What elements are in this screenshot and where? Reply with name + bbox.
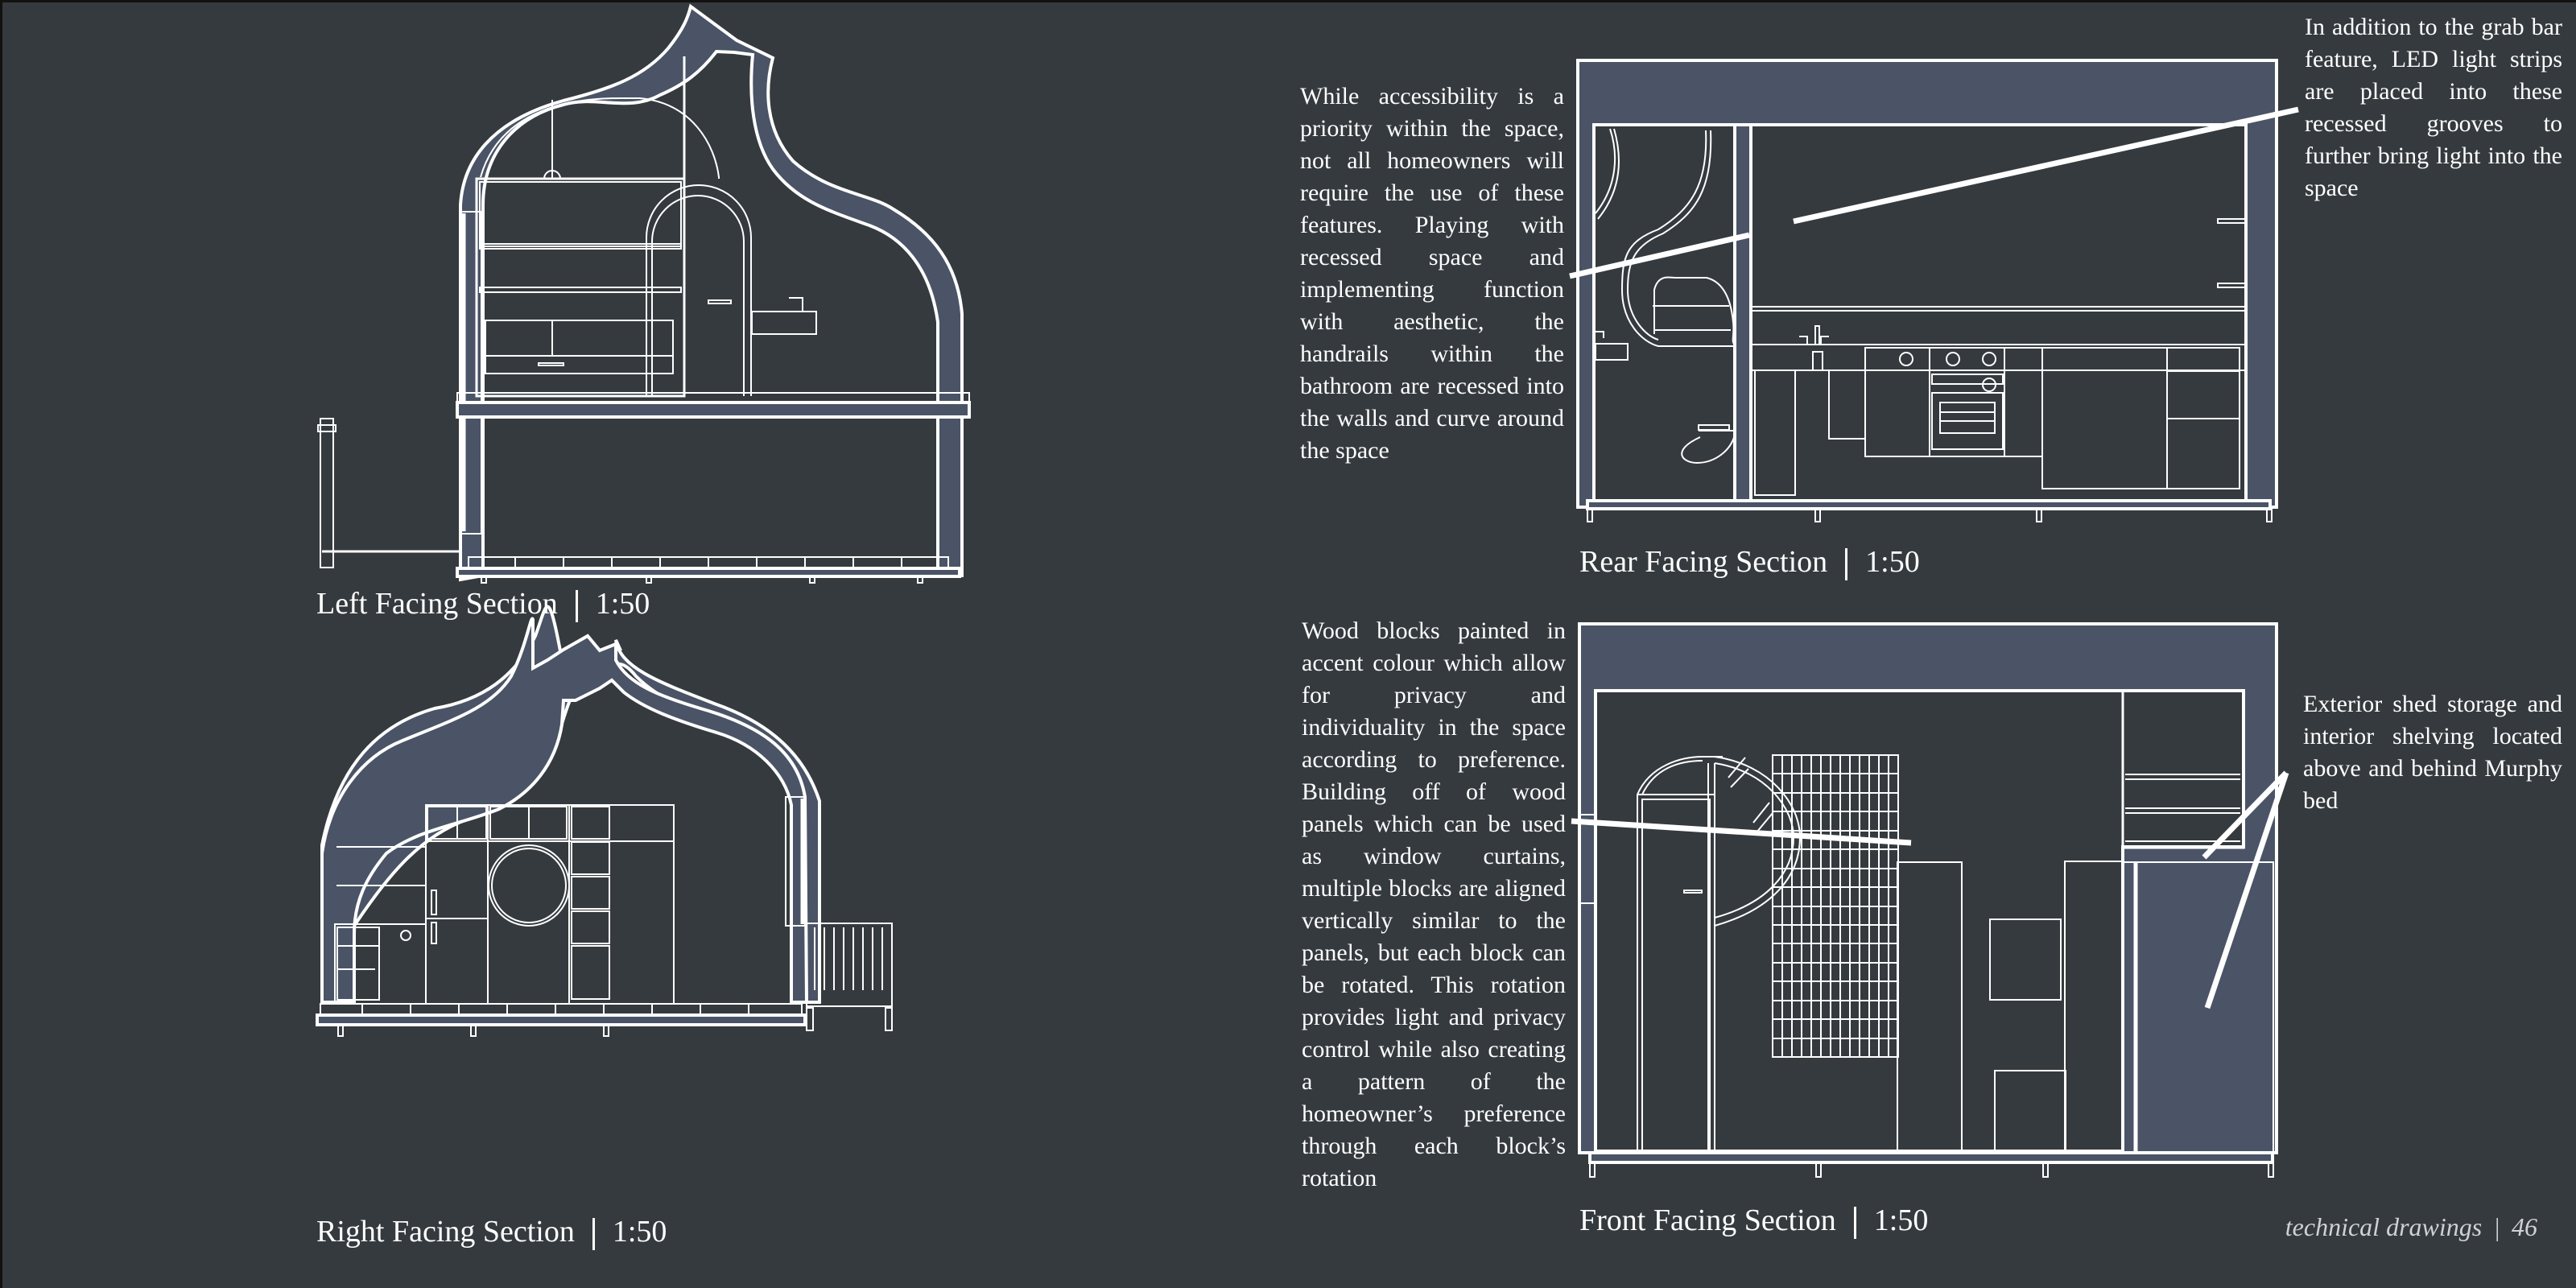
- caption-divider: [592, 1218, 595, 1251]
- wood-blocks-annotation: Wood blocks painted in accent colour whi…: [1302, 617, 1566, 1191]
- footer-separator: |: [2493, 1212, 2500, 1241]
- left-section-scale: 1:50: [595, 587, 650, 621]
- front-section-title: Front Facing Section: [1579, 1203, 1836, 1237]
- rear-section-title: Rear Facing Section: [1579, 545, 1828, 579]
- led-strips-annotation: In addition to the grab bar feature, LED…: [2305, 14, 2562, 201]
- left-section-caption: Left Facing Section 1:50: [316, 586, 650, 623]
- caption-divider: [1853, 1207, 1856, 1240]
- tile-grid: [1772, 754, 1899, 1058]
- left-facing-section-drawing: [317, 3, 971, 584]
- right-section-title: Right Facing Section: [316, 1215, 575, 1249]
- caption-divider: [1845, 548, 1848, 581]
- page-footer: technical drawings | 46: [2285, 1212, 2537, 1242]
- rear-facing-section-drawing: [1569, 59, 2299, 522]
- right-section-scale: 1:50: [612, 1215, 667, 1249]
- left-section-title: Left Facing Section: [316, 587, 558, 621]
- front-section-caption: Front Facing Section 1:50: [1579, 1203, 1929, 1240]
- right-section-caption: Right Facing Section 1:50: [316, 1214, 667, 1251]
- right-facing-section-drawing: [316, 605, 893, 1037]
- front-facing-section-drawing: [1571, 622, 2289, 1178]
- rear-section-caption: Rear Facing Section 1:50: [1579, 544, 1920, 581]
- storage-annotation: Exterior shed storage and interior shelv…: [2303, 691, 2562, 814]
- footer-label: technical drawings: [2285, 1212, 2483, 1241]
- front-section-scale: 1:50: [1873, 1203, 1929, 1237]
- caption-divider: [575, 590, 578, 623]
- page-number: 46: [2512, 1212, 2537, 1241]
- rear-section-scale: 1:50: [1865, 545, 1920, 579]
- accessibility-annotation: While accessibility is a priority within…: [1300, 83, 1564, 464]
